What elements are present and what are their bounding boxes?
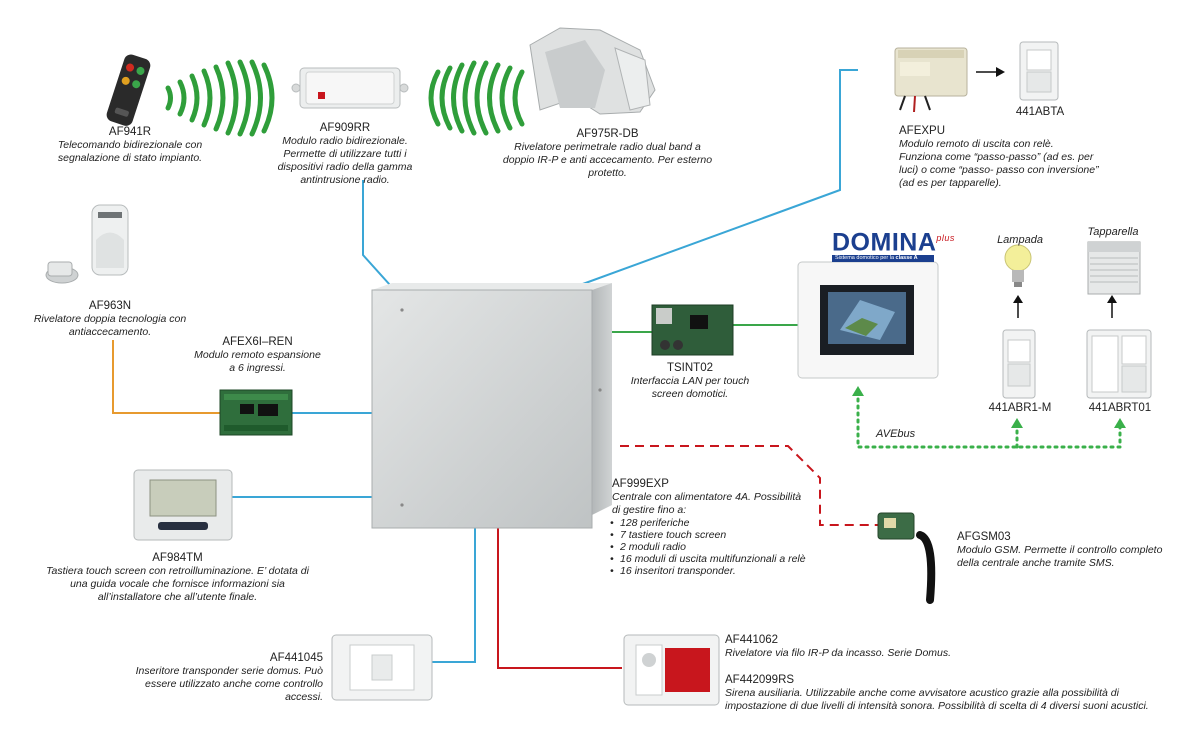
af984tm-desc: Tastiera touch screen con retroilluminaz… <box>46 565 309 603</box>
domina-logo: DOMINAplus Sistema domotico per la class… <box>832 225 962 263</box>
afgsm03-label: AFGSM03 Modulo GSM. Permette il controll… <box>957 531 1172 570</box>
afex6i-desc: Modulo remoto espansione a 6 ingressi. <box>194 349 321 374</box>
tapparella-shutter <box>1087 241 1141 295</box>
af941r-code: AF941R <box>108 126 152 138</box>
domina-tagline-b: classe A <box>895 255 918 262</box>
af999exp-feature: 7 tastiere touch screen <box>610 529 812 541</box>
avebus-label: AVEbus <box>876 428 916 440</box>
af963n-detector <box>45 204 129 284</box>
abrt01-code: 441ABRT01 <box>1088 402 1152 414</box>
tsint02-desc: Interfaccia LAN per touch screen domotic… <box>630 375 750 400</box>
af442099rs-code: AF442099RS <box>725 674 795 686</box>
af441062-code: AF441062 <box>725 634 779 646</box>
af941r-label: AF941R Telecomando bidirezionale con seg… <box>40 126 220 165</box>
af984tm-keypad <box>133 469 233 541</box>
abta-switch <box>1019 41 1059 101</box>
abr1m-code: 441ABR1-M <box>988 402 1052 414</box>
af984tm-label: AF984TM Tastiera touch screen con retroi… <box>40 552 315 604</box>
abr1m-switch <box>1002 329 1036 399</box>
af963n-desc: Rivelatore doppia tecnologia con antiacc… <box>33 313 187 338</box>
abrt01-label: 441ABRT01 <box>1075 402 1165 415</box>
afexpu-code: AFEXPU <box>899 125 946 137</box>
abta-label: 441ABTA <box>1005 106 1075 119</box>
wire-red-dashed-afgsm03 <box>620 445 880 526</box>
af441045-code: AF441045 <box>269 652 323 664</box>
radio-waves-left <box>165 59 275 137</box>
domina-tagline: Sistema domotico per la classe A <box>832 255 934 263</box>
af441045-reader <box>331 634 433 701</box>
afex6i-code: AFEX6I–REN <box>222 336 293 348</box>
tsint02-label: TSINT02 Interfaccia LAN per touch screen… <box>615 362 765 401</box>
abrt01-switch <box>1086 329 1152 399</box>
af941r-remote <box>106 54 151 126</box>
af999exp-features: 128 periferiche 7 tastiere touch screen … <box>610 517 812 577</box>
af963n-label: AF963N Rivelatore doppia tecnologia con … <box>20 300 200 339</box>
af909rr-desc: Modulo radio bidirezionale. Permette di … <box>277 135 413 186</box>
afexpu-module <box>894 47 968 113</box>
afgsm03-desc: Modulo GSM. Permette il controllo comple… <box>957 544 1163 569</box>
wire-red-af441062 <box>497 512 622 669</box>
arrow-to-lampada <box>1013 295 1023 318</box>
af941r-desc: Telecomando bidirezionale con segnalazio… <box>57 139 203 164</box>
af975rdb-desc: Rivelatore perimetrale radio dual band a… <box>502 141 713 179</box>
af442099rs-label: AF442099RS Sirena ausiliaria. Utilizzabi… <box>725 674 1165 713</box>
domina-tagline-a: Sistema domotico per la <box>835 255 896 262</box>
arrow-to-tapparella <box>1107 295 1117 318</box>
central-panel-box[interactable] <box>371 283 612 529</box>
arrow-afexpu-to-441abta <box>976 67 1005 77</box>
af999exp-code: AF999EXP <box>612 478 669 490</box>
af975rdb-code: AF975R-DB <box>576 128 639 140</box>
af999exp-desc: Centrale con alimentatore 4A. Possibilit… <box>612 491 802 516</box>
lampada-bulb <box>1004 244 1032 287</box>
lampada-label: Lampada <box>997 234 1043 246</box>
avebus-line <box>852 386 1126 449</box>
afex6i-board <box>219 389 293 436</box>
af442099rs-desc: Sirena ausiliaria. Utilizzabile anche co… <box>725 687 1149 712</box>
abr1m-label: 441ABR1-M <box>980 402 1060 415</box>
af963n-code: AF963N <box>88 300 132 312</box>
afexpu-desc: Modulo remoto di uscita con relè. Funzio… <box>899 138 1099 189</box>
af909rr-module <box>291 67 409 109</box>
af441062-label: AF441062 Rivelatore via filo IR-P da inc… <box>725 634 1165 660</box>
af909rr-label: AF909RR Modulo radio bidirezionale. Perm… <box>265 122 425 187</box>
domina-touchscreen <box>797 261 939 379</box>
af441062-sensor <box>623 634 720 706</box>
wire-blue-af909rr <box>362 180 391 286</box>
wire-orange-af963n <box>112 340 220 414</box>
abta-code: 441ABTA <box>1015 106 1065 118</box>
af441062-desc: Rivelatore via filo IR-P da incasso. Ser… <box>725 647 952 659</box>
af975rdb-label: AF975R-DB Rivelatore perimetrale radio d… <box>500 128 715 180</box>
af975rdb-detector <box>529 27 656 115</box>
afgsm03-module <box>877 512 936 604</box>
tapparella-label: Tapparella <box>1087 226 1139 238</box>
domina-logo-text: DOMINA <box>832 228 937 257</box>
af984tm-code: AF984TM <box>152 552 203 564</box>
tsint02-code: TSINT02 <box>666 362 713 374</box>
afexpu-label: AFEXPU Modulo remoto di uscita con relè.… <box>899 125 1099 190</box>
tsint02-board <box>651 304 734 356</box>
wire-green-tsint02 <box>610 324 800 333</box>
wire-blue-afexpu <box>579 69 858 286</box>
domina-plus: plus <box>936 233 955 243</box>
af999exp-feature: 16 moduli di uscita multifunzionali a re… <box>610 553 812 565</box>
af999exp-feature: 16 inseritori transponder. <box>610 565 812 577</box>
af441045-label: AF441045 Inseritore transponder serie do… <box>105 652 323 704</box>
radio-waves-right <box>428 60 525 136</box>
af999exp-label: AF999EXP Centrale con alimentatore 4A. P… <box>610 478 812 577</box>
af909rr-code: AF909RR <box>319 122 371 134</box>
af999exp-feature: 128 periferiche <box>610 517 812 529</box>
afgsm03-code: AFGSM03 <box>957 531 1011 543</box>
af999exp-feature: 2 moduli radio <box>610 541 812 553</box>
af441045-desc: Inseritore transponder serie domus. Può … <box>135 665 323 703</box>
afex6i-label: AFEX6I–REN Modulo remoto espansione a 6 … <box>190 336 325 375</box>
